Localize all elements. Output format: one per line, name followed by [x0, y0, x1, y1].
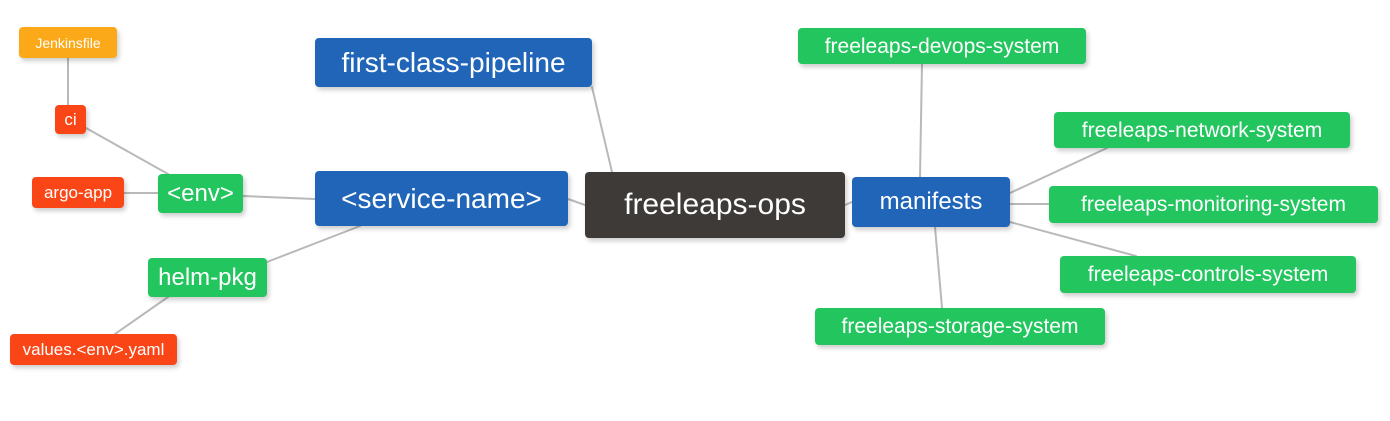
node-monitoring-system[interactable]: freeleaps-monitoring-system: [1049, 186, 1378, 223]
node-label-controls-system: freeleaps-controls-system: [1087, 263, 1329, 286]
node-label-devops-system: freeleaps-devops-system: [824, 34, 1060, 58]
node-argo-app[interactable]: argo-app: [32, 177, 124, 208]
edge-helm-values: [114, 296, 169, 335]
node-env[interactable]: <env>: [158, 174, 243, 213]
edge-service-helm: [266, 225, 361, 263]
node-manifests[interactable]: manifests: [852, 177, 1010, 227]
edge-root-manifests: [844, 201, 853, 206]
node-values-yaml[interactable]: values.<env>.yaml: [10, 334, 177, 365]
node-label-service-name: <service-name>: [341, 182, 542, 214]
edge-manifests-devops: [919, 63, 923, 178]
node-service-name[interactable]: <service-name>: [315, 171, 568, 226]
edge-env-ci: [85, 127, 169, 175]
node-label-first-class-pipeline: first-class-pipeline: [341, 46, 566, 78]
edge-manifests-storage: [934, 226, 943, 309]
node-network-system[interactable]: freeleaps-network-system: [1054, 112, 1350, 148]
node-label-manifests: manifests: [879, 188, 983, 215]
node-freeleaps-ops[interactable]: freeleaps-ops: [585, 172, 845, 238]
node-jenkinsfile[interactable]: Jenkinsfile: [19, 27, 117, 58]
node-label-argo-app: argo-app: [43, 183, 113, 202]
node-first-class-pipeline[interactable]: first-class-pipeline: [315, 38, 592, 87]
node-storage-system[interactable]: freeleaps-storage-system: [815, 308, 1105, 345]
edge-manifests-controls: [1009, 221, 1137, 257]
node-devops-system[interactable]: freeleaps-devops-system: [798, 28, 1086, 64]
edge-root-service: [567, 198, 586, 206]
node-label-values-yaml: values.<env>.yaml: [22, 340, 165, 359]
node-label-env: <env>: [167, 179, 234, 207]
edge-service-env: [242, 195, 316, 200]
edge-root-pipeline: [591, 86, 613, 173]
node-ci[interactable]: ci: [55, 105, 86, 134]
node-label-jenkinsfile: Jenkinsfile: [35, 34, 101, 51]
node-helm-pkg[interactable]: helm-pkg: [148, 258, 267, 297]
node-label-ci: ci: [64, 110, 77, 129]
node-label-network-system: freeleaps-network-system: [1081, 118, 1323, 142]
node-label-monitoring-system: freeleaps-monitoring-system: [1081, 193, 1346, 216]
node-label-helm-pkg: helm-pkg: [158, 263, 257, 291]
node-controls-system[interactable]: freeleaps-controls-system: [1060, 256, 1356, 293]
node-label-freeleaps-ops: freeleaps-ops: [624, 188, 806, 221]
node-label-storage-system: freeleaps-storage-system: [841, 315, 1079, 338]
